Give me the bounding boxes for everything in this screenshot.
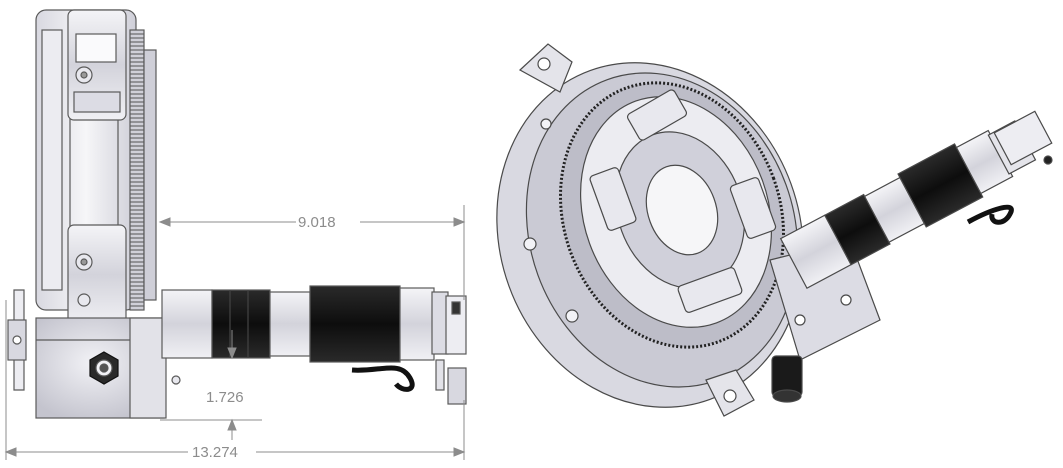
- lower-clamp: [67, 224, 127, 326]
- iso-motor: [779, 120, 1037, 289]
- iso-clamp-bottom: [677, 267, 743, 313]
- ring-gear-teeth: [129, 29, 145, 311]
- hex-fitting: [89, 351, 119, 385]
- motor-cable: [351, 365, 415, 392]
- iso-encoder-bracket: [993, 110, 1053, 166]
- iso-clamp-top: [626, 89, 688, 141]
- iso-motor-cable: [966, 204, 1014, 225]
- dim-overall-length: 13.274: [192, 444, 238, 461]
- iso-clamp-right: [729, 177, 777, 239]
- iso-clamp-left: [589, 167, 637, 231]
- motor-cylinder: [161, 285, 449, 363]
- dimension-lines: [4, 205, 466, 460]
- isometric-view: [496, 43, 1053, 417]
- iso-cable-gland: [771, 355, 803, 403]
- dim-offset-height: 1.726: [206, 389, 244, 406]
- dim-motor-length: 9.018: [298, 214, 336, 231]
- side-view: [7, 9, 467, 419]
- encoder-bracket: [435, 295, 467, 405]
